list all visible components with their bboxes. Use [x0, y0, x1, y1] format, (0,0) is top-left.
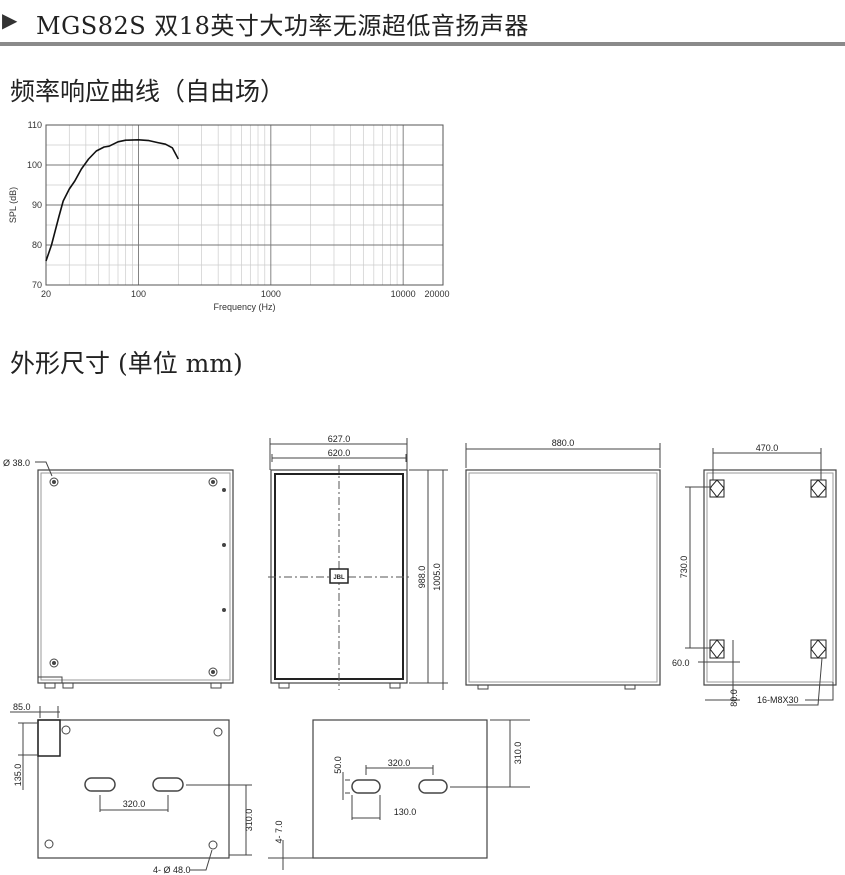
dim-width-outer: 627.0 — [328, 434, 351, 444]
dim-port-spacing-b: 320.0 — [388, 758, 411, 768]
y-tick-label: 80 — [32, 240, 42, 250]
dim-rigging-offset-x: 60.0 — [672, 658, 690, 668]
dim-height-outer: 1005.0 — [432, 563, 442, 591]
page-title: MGS82S 双18英寸大功率无源超低音扬声器 — [36, 12, 529, 40]
x-tick-label: 20 — [41, 289, 51, 299]
bottom-view-b — [268, 719, 530, 870]
y-tick-label: 70 — [32, 280, 42, 290]
y-tick-label: 110 — [28, 120, 42, 130]
dim-rigging-offset-y: 80.0 — [729, 689, 739, 707]
side-view — [35, 461, 234, 689]
triangle-bullet-icon: ▶ — [2, 8, 18, 32]
x-tick-label: 10000 — [391, 289, 416, 299]
dimension-labels: Ø 38.0 627.0 620.0 988.0 1005.0 880.0 47… — [3, 434, 799, 875]
x-tick-label: 20000 — [424, 289, 449, 299]
bottom-view-a — [10, 706, 252, 871]
frequency-response-chart: 20 100 1000 10000 20000 70 80 90 100 110Frequency… — [8, 120, 450, 312]
section-title-frequency-response: 频率响应曲线（自由场） — [10, 77, 286, 106]
y-tick-label: 100 — [27, 160, 42, 170]
jbl-logo — [329, 568, 349, 584]
x-tick-label: 100 — [131, 289, 146, 299]
dim-port-slot-width: 130.0 — [394, 807, 417, 817]
dim-rigging-width: 470.0 — [756, 443, 779, 453]
dim-width-grille: 620.0 — [328, 448, 351, 458]
dim-panel-width: 85.0 — [13, 702, 31, 712]
dim-feet-height: 4- 7.0 — [274, 820, 284, 843]
dim-feet-diameter: 4- Ø 48.0 — [153, 865, 191, 875]
dim-panel-height: 135.0 — [13, 764, 23, 787]
dim-port-spacing-a: 320.0 — [123, 799, 146, 809]
top-view — [465, 443, 661, 690]
plot-frame — [45, 124, 444, 286]
back-view — [685, 448, 837, 706]
x-tick-label: 1000 — [261, 289, 281, 299]
dim-rigging-points: 16-M8X30 — [757, 695, 799, 705]
y-axis-label: SPL (dB) — [8, 187, 18, 223]
dim-port-height-a: 310.0 — [244, 809, 254, 832]
x-axis-label: Frequency (Hz) — [213, 302, 275, 312]
spl-curve — [45, 139, 180, 262]
jbl-logo-text: JBL — [333, 575, 345, 581]
dimension-drawings — [10, 438, 837, 871]
dim-handle-diameter: Ø 38.0 — [3, 458, 30, 468]
dim-port-slot-height: 50.0 — [333, 756, 343, 774]
dim-depth: 880.0 — [552, 438, 575, 448]
dim-rigging-height: 730.0 — [679, 556, 689, 579]
dim-port-height-b: 310.0 — [513, 742, 523, 765]
dim-height-grille: 988.0 — [417, 566, 427, 589]
section-title-dimensions: 外形尺寸 (单位 mm) — [10, 349, 243, 378]
front-view — [268, 438, 448, 690]
y-tick-label: 90 — [32, 200, 42, 210]
page-header: ▶ MGS82S 双18英寸大功率无源超低音扬声器 — [0, 0, 845, 46]
